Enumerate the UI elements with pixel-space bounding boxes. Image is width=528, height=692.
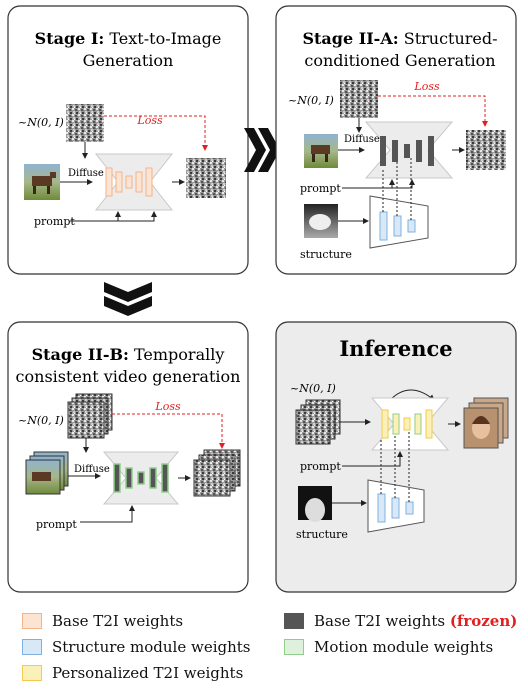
output-noise: [466, 130, 506, 170]
video-frames: [25, 451, 69, 495]
noise-stack: [67, 393, 113, 439]
noise-image: [340, 80, 378, 118]
motion-swatch: [284, 639, 304, 655]
chevron-right-icon: [244, 128, 280, 172]
loss-arrow: [112, 413, 225, 449]
legend-frozen-label: Base T2I weights: [314, 612, 450, 630]
loss-arrow: [104, 115, 208, 151]
inference-panel: Inference ~N(0, I) prompt: [275, 321, 517, 593]
stage1-title: Stage I: Text-to-Image: [35, 29, 222, 48]
unet-motion: [102, 451, 180, 505]
output-noise: [186, 158, 226, 198]
legend-structure-label: Structure module weights: [52, 638, 251, 656]
structure-encoder: [369, 195, 429, 249]
diffuse-label: Diffuse: [68, 168, 104, 179]
legend-base: Base T2I weights: [22, 612, 183, 630]
legend-personalized-label: Personalized T2I weights: [52, 664, 244, 682]
cow-image: [24, 164, 60, 200]
frozen-swatch: [284, 613, 304, 629]
legend-frozen: Base T2I weights (frozen): [284, 612, 517, 630]
stage2a-title: Stage II-A: Structured-: [302, 29, 497, 48]
stage2a-title-line2: conditioned Generation: [304, 51, 495, 70]
unet-personalized: [370, 397, 450, 451]
prompt-label: prompt: [300, 182, 341, 195]
noise-label: ~N(0, I): [288, 94, 334, 107]
inference-title: Inference: [339, 336, 452, 361]
noise-label: ~N(0, I): [18, 116, 64, 129]
legend-frozen-tag: (frozen): [449, 612, 518, 630]
prompt-label: prompt: [36, 518, 77, 531]
unet-frozen: [364, 121, 454, 179]
loss-label: Loss: [136, 114, 163, 127]
stage2b-panel: Stage II-B: Temporally consistent video …: [7, 321, 249, 593]
legend-structure: Structure module weights: [22, 638, 251, 656]
legend-personalized: Personalized T2I weights: [22, 664, 243, 682]
output-noise-stack: [193, 449, 241, 497]
noise-label: ~N(0, I): [18, 414, 64, 427]
base-swatch: [22, 613, 42, 629]
noise-label: ~N(0, I): [290, 382, 336, 395]
chevron-down-icon: [104, 282, 152, 316]
personalized-swatch: [22, 665, 42, 681]
diagram-canvas: Stage I: Text-to-Image Generation ~N(0, …: [7, 5, 517, 593]
stage1-panel: Stage I: Text-to-Image Generation ~N(0, …: [7, 5, 249, 275]
stage1-title-line2: Generation: [83, 51, 174, 70]
diffuse-label: Diffuse: [74, 464, 110, 475]
loss-label: Loss: [413, 80, 440, 93]
stage2b-title-line2: consistent video generation: [16, 367, 241, 386]
structure-label: structure: [300, 248, 352, 261]
loss-arrow: [378, 95, 488, 127]
unet-base: [94, 153, 174, 211]
legend-base-label: Base T2I weights: [52, 612, 184, 630]
prompt-label: prompt: [300, 460, 341, 473]
legend-motion: Motion module weights: [284, 638, 493, 656]
structure-label: structure: [296, 528, 348, 541]
stage2b-title: Stage II-B: Temporally: [32, 345, 225, 364]
legend-motion-label: Motion module weights: [314, 638, 494, 656]
noise-image: [66, 104, 104, 142]
cow-image: [304, 134, 338, 168]
output-portrait-frames: [463, 397, 509, 449]
prompt-label: prompt: [34, 215, 75, 228]
diffuse-label: Diffuse: [344, 134, 380, 145]
structure-swatch: [22, 639, 42, 655]
loss-label: Loss: [154, 400, 181, 413]
stage2a-panel: Stage II-A: Structured- conditioned Gene…: [275, 5, 517, 275]
noise-stack: [295, 399, 341, 445]
